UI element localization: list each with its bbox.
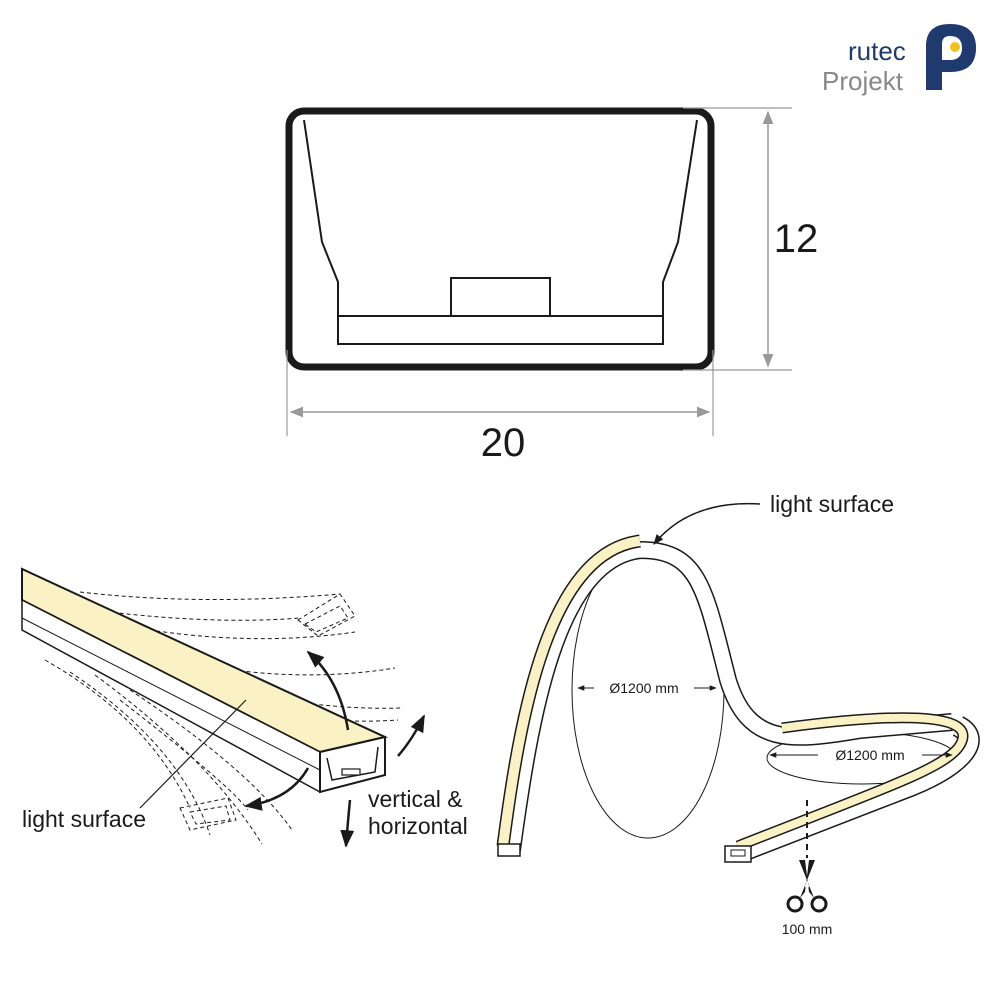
profile-cross-section: [285, 107, 715, 371]
height-dimension: 12: [683, 107, 819, 371]
vertical-diameter-label: Ø1200 mm: [609, 680, 678, 696]
width-label: 20: [481, 421, 526, 465]
up-arrow: [397, 714, 426, 757]
logo-line1: rutec: [848, 36, 906, 66]
direction-label-line1: vertical &: [368, 786, 463, 812]
bend-light-surface-label: light surface: [22, 806, 146, 832]
height-label: 12: [774, 217, 819, 261]
loop-illustration: Ø1200 mm Ø1200 mm light surface 100 mm: [496, 491, 980, 937]
vertical-bend-arrow: [306, 650, 350, 731]
logo-line2: Projekt: [822, 66, 904, 96]
logo-p-icon: [926, 24, 976, 90]
loop-light-surface-label: light surface: [770, 491, 894, 517]
cut-length-label: 100 mm: [782, 921, 833, 937]
loop-light-surface: [498, 536, 641, 847]
bend-illustration: light surface vertical & horizontal: [21, 567, 468, 848]
down-arrow: [340, 799, 355, 848]
horizontal-bend-arrow: [244, 767, 310, 811]
scissors-icon: [786, 860, 828, 913]
direction-label-line2: horizontal: [368, 813, 468, 839]
logo: rutec Projekt: [822, 24, 976, 96]
horizontal-diameter-label: Ø1200 mm: [835, 747, 904, 763]
width-dimension: 20: [286, 350, 714, 465]
